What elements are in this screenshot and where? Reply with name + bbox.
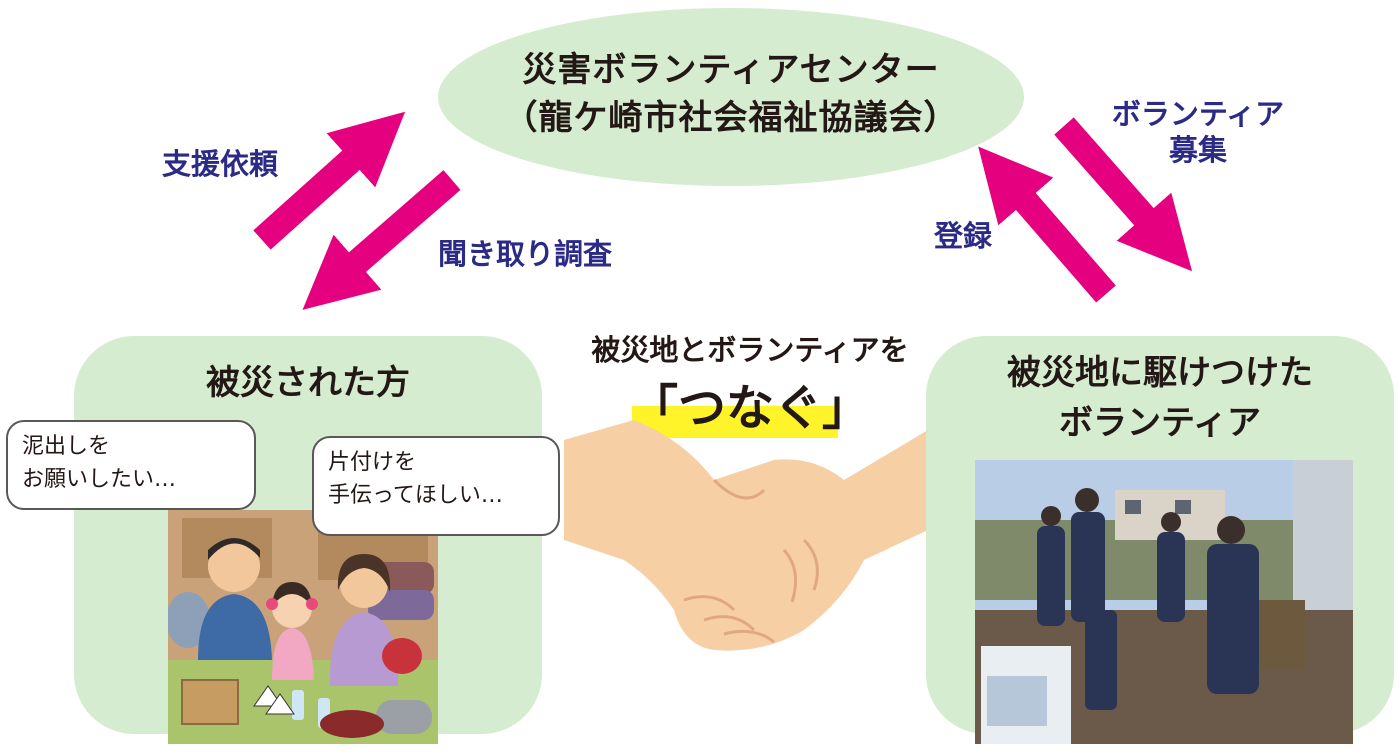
connect-highlight xyxy=(632,406,838,438)
arrow-request xyxy=(253,111,406,250)
volunteers-title-line1: 被災地に駆けつけた xyxy=(1007,353,1313,393)
connect-subtitle: 被災地とボランティアを xyxy=(591,333,909,367)
label-volunteer-recruitment: ボランティア 募集 xyxy=(1098,96,1298,168)
volunteers-title: 被災地に駆けつけた ボランティア xyxy=(926,348,1394,448)
recruit-text: ボランティア 募集 xyxy=(1111,97,1285,167)
center-title-line1: 災害ボランティアセンター xyxy=(522,50,940,90)
speech-bubble-mud-removal: 泥出しを お願いしたい… xyxy=(6,420,256,510)
label-registration: 登録 xyxy=(934,219,993,253)
volunteers-photo xyxy=(975,460,1353,744)
speech-bubble-cleanup-help: 片付けを 手伝ってほしい… xyxy=(312,436,560,536)
center-title-line2: （龍ケ崎市社会福祉協議会） xyxy=(503,98,959,138)
disaster-family-illustration xyxy=(168,510,438,744)
volunteers-title-line2: ボランティア xyxy=(1059,403,1261,443)
victims-title: 被災された方 xyxy=(206,363,410,403)
label-interview-survey: 聞き取り調査 xyxy=(438,237,613,271)
volunteer-center-ellipse xyxy=(438,8,1024,186)
arrow-interview xyxy=(302,170,461,310)
connect-heading: 「つなぐ」 xyxy=(629,380,870,436)
handshake-illustration xyxy=(564,420,928,651)
arrow-register xyxy=(978,146,1116,303)
label-support-request: 支援依頼 xyxy=(162,147,279,181)
volunteer-center-title: 災害ボランティアセンター （龍ケ崎市社会福祉協議会） xyxy=(438,46,1024,142)
